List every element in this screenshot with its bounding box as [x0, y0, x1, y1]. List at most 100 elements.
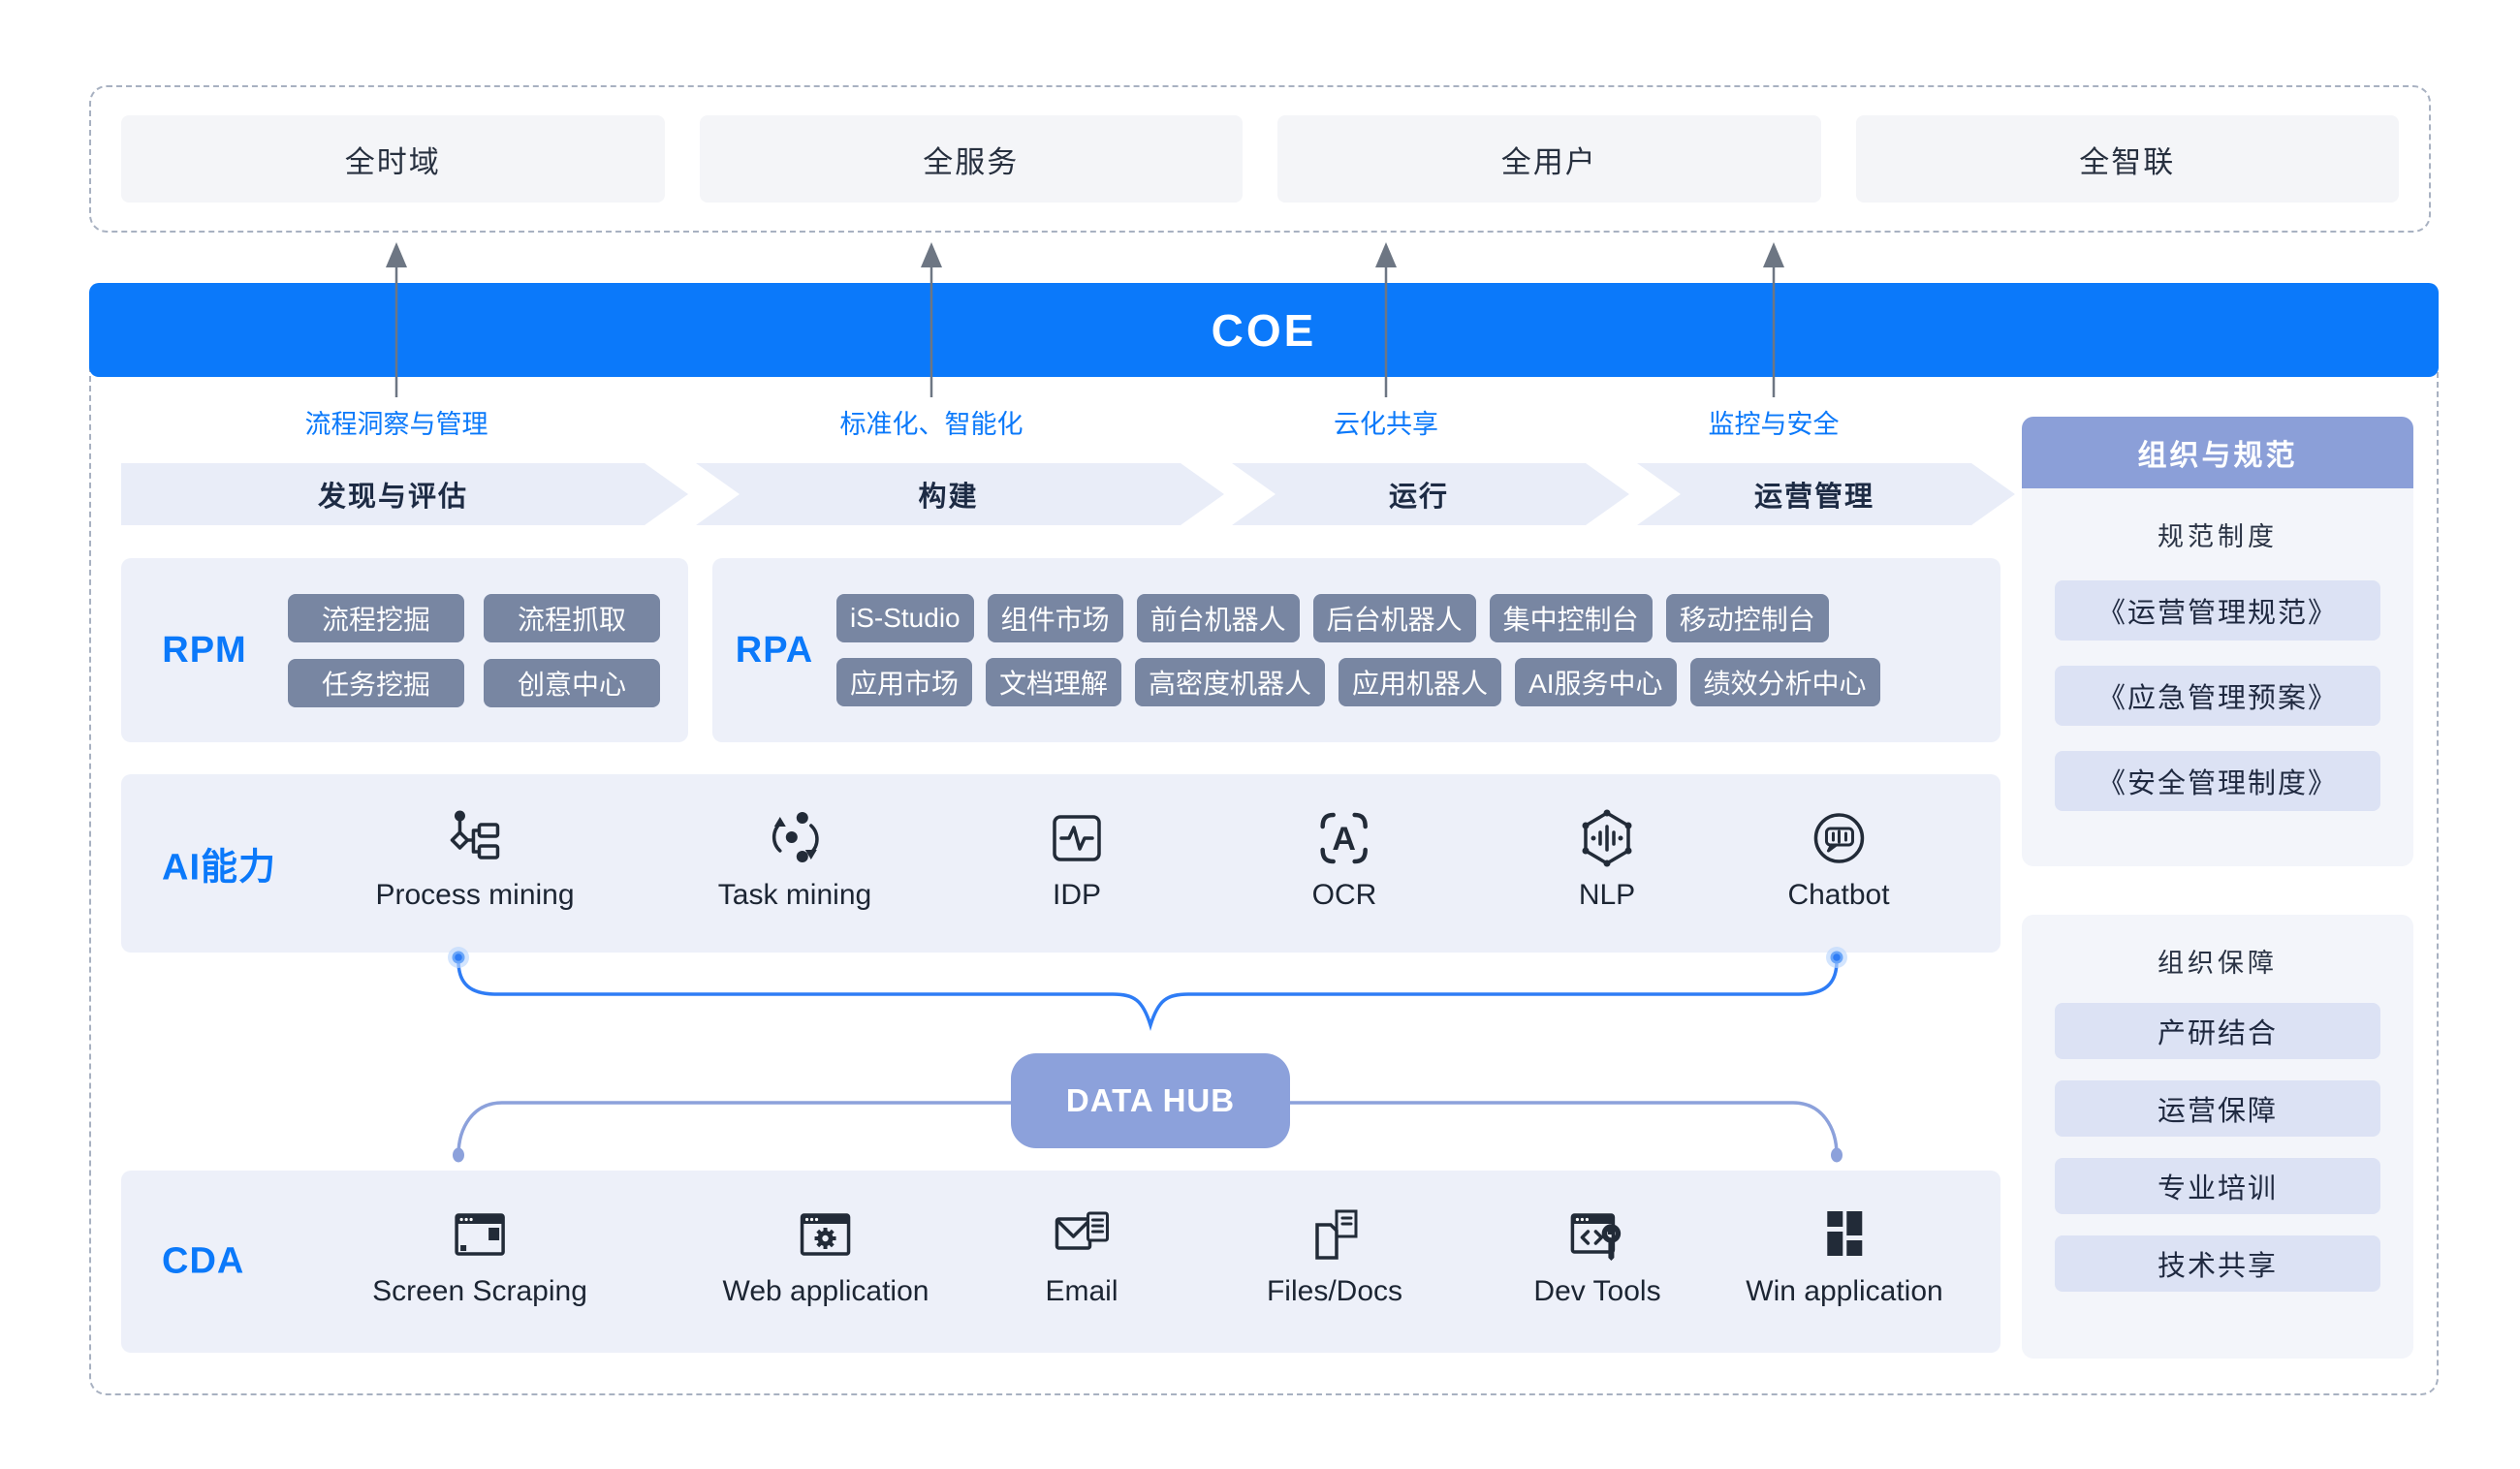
org-support-box: 组织保障 产研结合 运营保障 专业培训 技术共享 [2022, 915, 2413, 1359]
coe-title: COE [1211, 304, 1317, 356]
ai-item: NLP [1576, 805, 1638, 912]
rpa-chip: 应用市场 [836, 658, 973, 706]
goal-box: 全智联 [1855, 115, 2399, 203]
rpm-chip: 创意中心 [484, 658, 660, 707]
web-application-icon [795, 1202, 857, 1266]
rpa-chip: 组件市场 [987, 594, 1123, 642]
process-mining-icon [444, 805, 506, 869]
ai-label: AI能力 [162, 847, 277, 889]
rpa-chips: iS-Studio 组件市场 前台机器人 后台机器人 集中控制台 移动控制台 应… [836, 594, 1880, 706]
ai-section: AI能力 Process mining [121, 774, 2000, 953]
stage-label: 构建 [918, 482, 979, 513]
rpa-chip: 文档理解 [986, 658, 1122, 706]
pillar-label: 监控与安全 [1708, 410, 1840, 439]
ai-item-label: IDP [1052, 879, 1101, 911]
files-docs-icon [1304, 1202, 1366, 1266]
org-standards-chips: 《运营管理规范》 《应急管理预案》 《安全管理制度》 [2055, 580, 2380, 811]
cda-section: CDA Screen Scraping [121, 1171, 2000, 1353]
rpa-chip: 移动控制台 [1665, 594, 1829, 642]
org-standards-header: 组织与规范 [2022, 417, 2413, 488]
rpa-chip: 集中控制台 [1489, 594, 1653, 642]
rpm-chip: 流程抓取 [484, 593, 660, 642]
svg-text:A: A [1333, 821, 1357, 858]
org-support-chips: 产研结合 运营保障 专业培训 技术共享 [2055, 1003, 2380, 1292]
ai-item-label: NLP [1578, 879, 1636, 911]
cda-item-label: Files/Docs [1266, 1275, 1403, 1307]
ai-item-label: Chatbot [1787, 879, 1890, 911]
data-hub: DATA HUB [1011, 1053, 1290, 1148]
org-standards-subtitle: 规范制度 [2158, 522, 2278, 551]
rpm-section: RPM 流程挖掘 流程抓取 任务挖掘 创意中心 [121, 558, 688, 742]
rpa-chip: 后台机器人 [1312, 594, 1476, 642]
standard-chip: 《安全管理制度》 [2055, 751, 2380, 811]
ai-item-label: Process mining [375, 879, 575, 911]
pillar-label: 标准化、智能化 [839, 410, 1024, 439]
rpa-chip: 绩效分析中心 [1689, 658, 1880, 706]
dev-tools-icon [1566, 1202, 1628, 1266]
up-arrow-head [386, 242, 1784, 267]
ai-item: Chatbot [1787, 805, 1890, 912]
cda-item-label: Dev Tools [1533, 1275, 1661, 1307]
stage-build: 构建 [696, 463, 1224, 525]
goal-box: 全用户 [1277, 115, 1821, 203]
ai-item: IDP [1046, 805, 1108, 912]
screen-scraping-icon [449, 1202, 511, 1266]
stage-discover: 发现与评估 [121, 463, 688, 525]
standard-chip: 《应急管理预案》 [2055, 666, 2380, 726]
cda-item-label: Web application [722, 1275, 929, 1307]
cda-item: Win application [1746, 1202, 1943, 1308]
stage-label: 运行 [1388, 482, 1449, 513]
rpm-chip: 流程挖掘 [288, 593, 464, 642]
cda-item: Screen Scraping [372, 1202, 587, 1308]
ai-item: Task mining [718, 805, 871, 912]
data-hub-label: DATA HUB [1065, 1082, 1236, 1118]
cda-item: Email [1045, 1202, 1118, 1308]
cda-item-label: Email [1045, 1275, 1118, 1307]
ai-item-label: OCR [1311, 879, 1377, 911]
rpa-chip: 高密度机器人 [1135, 658, 1326, 706]
org-support-subtitle: 组织保障 [2158, 949, 2278, 978]
pillar-label: 流程洞察与管理 [304, 410, 488, 439]
pillar-label: 云化共享 [1334, 410, 1438, 439]
support-chip: 技术共享 [2055, 1235, 2380, 1292]
coe-banner: COE [89, 283, 2439, 377]
rpa-section: RPA iS-Studio 组件市场 前台机器人 后台机器人 集中控制台 移动控… [712, 558, 2000, 742]
cda-item: Web application [723, 1202, 929, 1308]
standard-chip: 《运营管理规范》 [2055, 580, 2380, 641]
win-application-icon [1813, 1202, 1875, 1266]
ocr-icon: A [1313, 805, 1375, 869]
chatbot-icon [1808, 805, 1870, 869]
support-chip: 产研结合 [2055, 1003, 2380, 1059]
support-chip: 专业培训 [2055, 1158, 2380, 1214]
cda-item: Files/Docs [1267, 1202, 1402, 1308]
stage-arrows: 发现与评估 构建 运行 运营管理 [121, 463, 2015, 525]
email-icon [1051, 1202, 1113, 1266]
rpa-chip: iS-Studio [836, 594, 974, 642]
rpm-chip: 任务挖掘 [288, 658, 464, 707]
ai-item-label: Task mining [717, 879, 872, 911]
cda-label: CDA [162, 1240, 245, 1282]
rpm-chips: 流程挖掘 流程抓取 任务挖掘 创意中心 [288, 593, 660, 707]
rpm-label: RPM [162, 629, 247, 671]
task-mining-icon [764, 805, 826, 869]
stage-operate: 运营管理 [1637, 463, 2015, 525]
goal-box: 全时域 [121, 115, 665, 203]
nlp-icon [1576, 805, 1638, 869]
rpa-chip: AI服务中心 [1515, 658, 1677, 706]
ai-item: A OCR [1311, 805, 1377, 912]
rpa-chip: 应用机器人 [1339, 658, 1502, 706]
org-standards-box: 组织与规范 规范制度 《运营管理规范》 《应急管理预案》 《安全管理制度》 [2022, 417, 2413, 866]
support-chip: 运营保障 [2055, 1080, 2380, 1137]
ai-item: Process mining [375, 805, 575, 912]
cda-item-label: Win application [1746, 1275, 1943, 1307]
goal-box: 全服务 [699, 115, 1243, 203]
rpa-chip: 前台机器人 [1136, 594, 1300, 642]
idp-icon [1046, 805, 1108, 869]
cda-item: Dev Tools [1533, 1202, 1661, 1308]
rpa-label: RPA [735, 629, 814, 671]
stage-run: 运行 [1232, 463, 1629, 525]
top-goals-container: 全时域 全服务 全用户 全智联 [89, 85, 2431, 233]
stage-label: 运营管理 [1753, 482, 1874, 513]
stage-label: 发现与评估 [317, 482, 468, 513]
